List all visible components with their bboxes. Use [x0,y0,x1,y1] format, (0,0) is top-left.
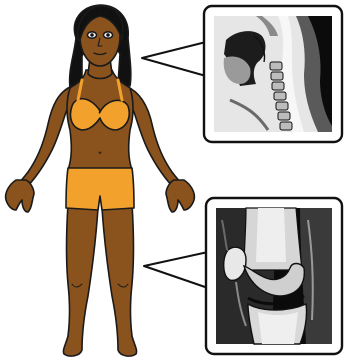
left-hand [6,180,34,212]
shorts [66,168,134,210]
knee-mri-callout [144,198,342,354]
right-hand [166,180,194,212]
head-neck-mri-callout [142,6,342,142]
callout-pointer-bottom [144,252,208,288]
left-leg [63,204,98,356]
right-leg [102,204,137,356]
callout-pointer-top [142,42,206,76]
right-arm [126,86,184,190]
left-arm [16,86,72,190]
sagittal-head-neck-mri-icon [214,16,332,132]
sagittal-knee-mri-icon [216,208,332,344]
